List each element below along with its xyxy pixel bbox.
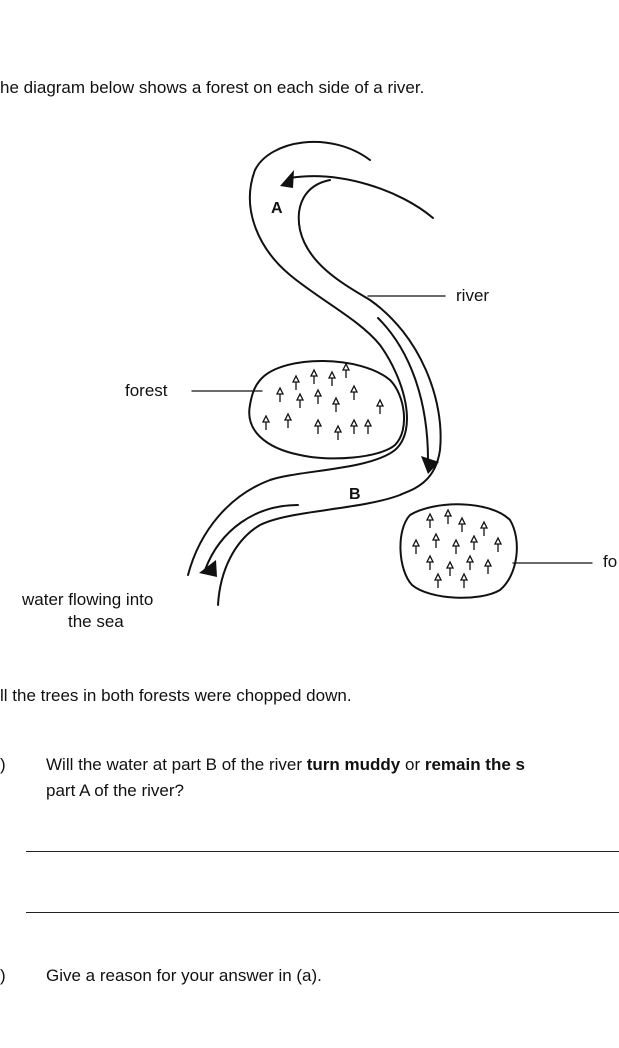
river-bank-inner	[217, 179, 442, 606]
tree-icon	[425, 512, 435, 528]
question-a-part1: Will the water at part B of the river	[46, 755, 307, 774]
question-a-bold2: remain the s	[424, 755, 525, 774]
tree-icon	[261, 414, 271, 430]
river-diagram	[187, 140, 593, 606]
question-a-text: Will the water at part B of the river tu…	[46, 755, 525, 775]
question-b-marker: )	[0, 966, 6, 985]
tree-icon	[363, 418, 373, 434]
tree-icon	[493, 536, 503, 552]
tree-icon	[443, 508, 453, 524]
label-flow-line1: water flowing into	[22, 590, 154, 609]
question-a-part2: or	[400, 755, 425, 774]
tree-icon	[309, 368, 319, 384]
question-a-marker: )	[0, 755, 6, 774]
arrowhead-mid	[421, 456, 439, 474]
tree-icon	[479, 520, 489, 536]
tree-icon	[349, 418, 359, 434]
tree-icon	[457, 516, 467, 532]
trees-left	[261, 362, 385, 440]
label-forest-right: fo	[603, 552, 618, 571]
question-a-line2: part A of the river?	[46, 781, 184, 800]
answer-line-2[interactable]	[26, 912, 619, 913]
label-flow-line2: the sea	[68, 612, 124, 631]
label-a: A	[271, 200, 283, 217]
tree-icon	[295, 392, 305, 408]
question-b-text: Give a reason for your answer in (a).	[46, 966, 322, 985]
arrowhead-a	[280, 170, 294, 188]
tree-icon	[333, 424, 343, 440]
tree-icon	[465, 554, 475, 570]
tree-icon	[375, 398, 385, 414]
tree-icon	[433, 572, 443, 588]
tree-icon	[411, 538, 421, 554]
tree-icon	[331, 396, 341, 412]
flow-arrow-mid	[377, 317, 429, 461]
flow-arrow-a	[289, 175, 434, 219]
forest-left-outline	[248, 360, 406, 460]
river-bank-outer	[187, 140, 408, 576]
tree-icon	[275, 386, 285, 402]
forest-right-outline	[399, 503, 518, 599]
label-river: river	[456, 286, 490, 305]
trees-right	[411, 508, 503, 588]
intro-text: he diagram below shows a forest on each …	[0, 78, 425, 97]
question-a-bold1: turn muddy	[306, 755, 401, 774]
answer-line-1[interactable]	[26, 851, 619, 852]
tree-icon	[291, 374, 301, 390]
tree-icon	[283, 412, 293, 428]
tree-icon	[425, 554, 435, 570]
tree-icon	[431, 532, 441, 548]
label-b: B	[349, 486, 361, 503]
tree-icon	[483, 558, 493, 574]
statement-text: ll the trees in both forests were choppe…	[0, 686, 352, 705]
tree-icon	[313, 388, 323, 404]
tree-icon	[445, 560, 455, 576]
tree-icon	[313, 418, 323, 434]
tree-icon	[451, 538, 461, 554]
tree-icon	[469, 534, 479, 550]
tree-icon	[341, 362, 351, 378]
tree-icon	[349, 384, 359, 400]
arrowhead-sea	[199, 560, 217, 577]
flow-arrow-sea	[204, 504, 299, 571]
tree-icon	[327, 370, 337, 386]
label-forest-left: forest	[125, 381, 168, 400]
tree-icon	[459, 572, 469, 588]
